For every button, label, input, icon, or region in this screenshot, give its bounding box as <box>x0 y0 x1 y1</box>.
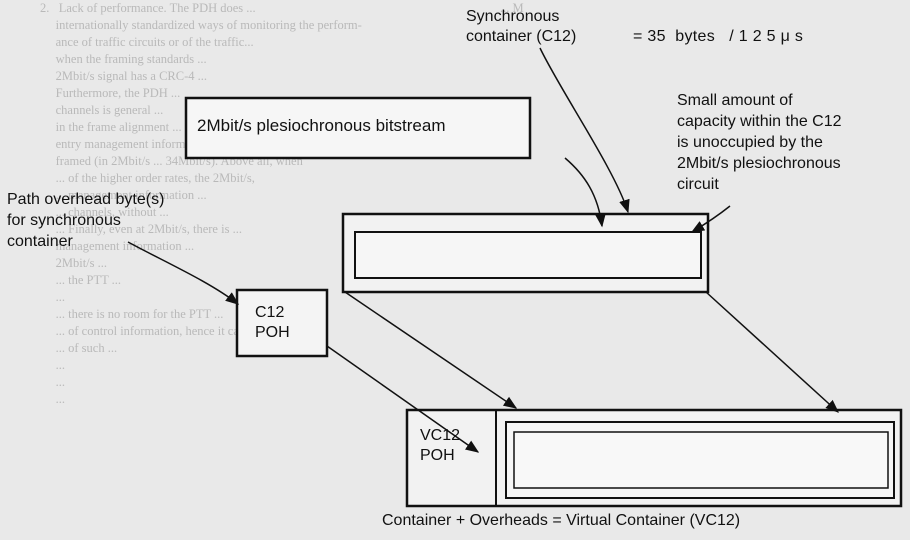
vc12-poh-label: VC12 POH <box>420 427 461 464</box>
footer-caption: Container + Overheads = Virtual Containe… <box>382 512 741 529</box>
arrow-c12-to-vc12-inner <box>344 291 518 409</box>
arrow-sync-container-to-c12 <box>539 47 630 214</box>
sync-container-label: Synchronous container (C12) <box>466 8 577 45</box>
equation-label: = 35 bytes / 1 2 5 μ s <box>633 28 804 45</box>
arrow-path-overhead-to-poh <box>127 241 240 305</box>
path-overhead-label: Path overhead byte(s) for synchronous co… <box>7 191 165 250</box>
bitstream-label: 2Mbit/s plesiochronous bitstream <box>197 116 446 135</box>
c12-poh-box <box>235 288 329 358</box>
c12-poh-label: C12 POH <box>255 304 290 341</box>
small-capacity-label: Small amount of capacity within the C12 … <box>677 92 842 193</box>
arrow-c12-poh-to-vc12-poh <box>326 345 480 453</box>
arrow-c12-right-to-vc12 <box>705 291 839 413</box>
arrow-small-capacity-to-c12 <box>690 205 731 233</box>
c12-inner-box <box>354 231 702 279</box>
arrow-bitstream-to-c12 <box>564 157 606 228</box>
vc12-inner-c12-box <box>513 431 889 489</box>
bitstream-box <box>184 96 532 160</box>
